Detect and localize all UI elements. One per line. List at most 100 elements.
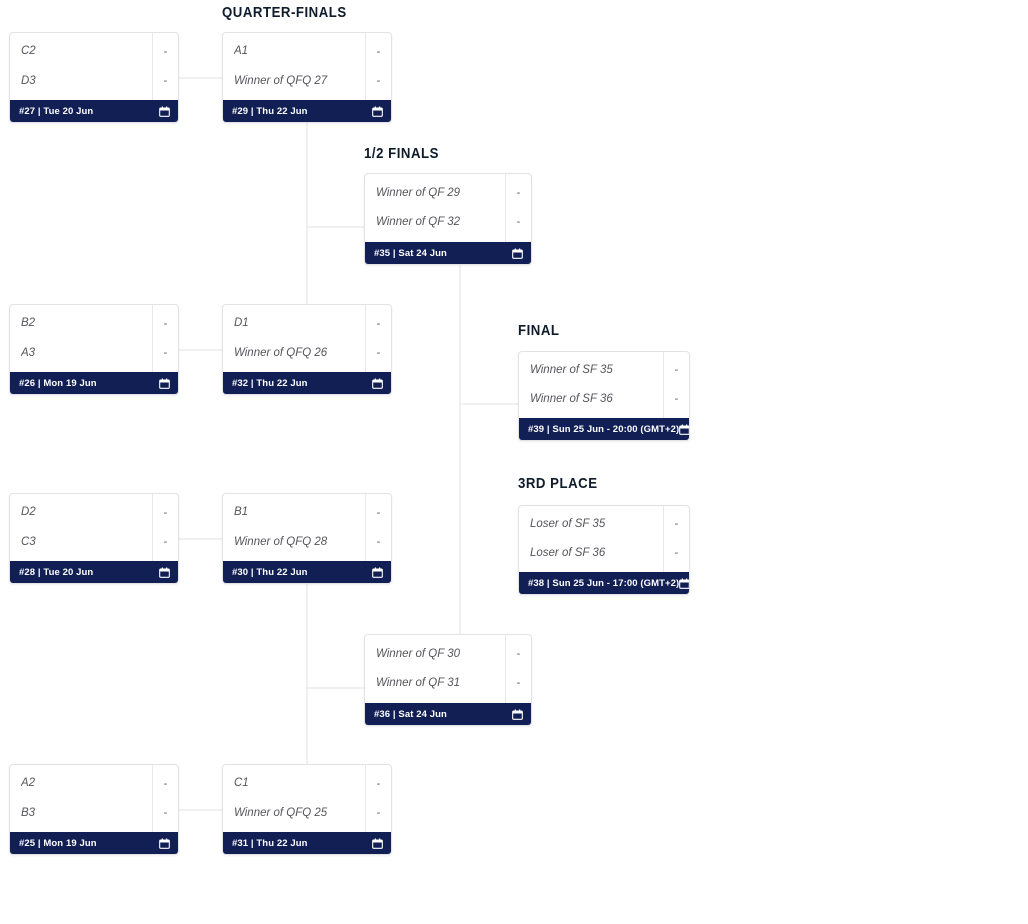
match-footer[interactable]: #32 | Thu 22 Jun	[223, 372, 391, 394]
connector-35-39	[459, 265, 518, 405]
team-name: Winner of QFQ 28	[234, 535, 328, 548]
score-column: --	[152, 765, 178, 832]
team-score: -	[516, 648, 521, 660]
score-column: --	[365, 305, 391, 372]
team-score: -	[376, 346, 381, 359]
team-name: Loser of SF 36	[530, 547, 606, 559]
score-column: --	[505, 174, 531, 242]
round-title-quarter-finals: QUARTER-FINALS	[222, 4, 347, 21]
team-name: Winner of QFQ 27	[234, 74, 328, 87]
team-name: B2	[21, 317, 36, 329]
match-footer[interactable]: #35 | Sat 24 Jun	[365, 242, 531, 264]
match-footer[interactable]: #25 | Mon 19 Jun	[10, 832, 178, 854]
team-score: -	[163, 777, 168, 790]
team-score: -	[674, 518, 679, 530]
team-score: -	[376, 317, 381, 330]
team-score: -	[674, 364, 679, 376]
match-footer[interactable]: #27 | Tue 20 Jun	[10, 100, 178, 122]
team-score: -	[163, 45, 168, 58]
team-name: Winner of QFQ 25	[234, 806, 328, 819]
score-column: --	[663, 352, 689, 418]
match-footer-label: #29 | Thu 22 Jun	[232, 105, 308, 117]
match-footer[interactable]: #38 | Sun 25 Jun - 17:00 (GMT+2)	[519, 572, 689, 594]
team-name: Winner of QF 30	[376, 647, 461, 660]
match-footer[interactable]: #28 | Tue 20 Jun	[10, 561, 178, 583]
calendar-icon[interactable]	[372, 377, 383, 389]
team-score: -	[163, 506, 168, 519]
match-footer[interactable]: #29 | Thu 22 Jun	[223, 100, 391, 122]
score-column: --	[365, 33, 391, 100]
calendar-icon[interactable]	[372, 837, 383, 849]
match-footer[interactable]: #26 | Mon 19 Jun	[10, 372, 178, 394]
score-column: --	[152, 305, 178, 372]
calendar-icon[interactable]	[159, 566, 170, 578]
team-score: -	[376, 74, 381, 87]
team-score: -	[376, 777, 381, 790]
team-score: -	[516, 187, 521, 199]
team-score: -	[376, 506, 381, 519]
team-score: -	[376, 535, 381, 548]
match-footer[interactable]: #31 | Thu 22 Jun	[223, 832, 391, 854]
team-name: B3	[21, 806, 36, 819]
team-score: -	[376, 45, 381, 58]
team-name: B1	[234, 506, 249, 518]
match-footer-label: #39 | Sun 25 Jun - 20:00 (GMT+2)	[528, 423, 680, 435]
team-name: D2	[21, 506, 36, 518]
calendar-icon[interactable]	[159, 377, 170, 389]
match-footer[interactable]: #30 | Thu 22 Jun	[223, 561, 391, 583]
calendar-icon[interactable]	[159, 105, 170, 117]
team-name: A2	[21, 777, 36, 789]
round-title-half-finals: 1/2 FINALS	[364, 145, 439, 162]
calendar-icon[interactable]	[372, 105, 383, 117]
team-score: -	[674, 393, 679, 405]
team-name: Winner of SF 36	[530, 393, 613, 405]
score-column: --	[152, 494, 178, 561]
team-score: -	[163, 74, 168, 87]
round-title-third-place: 3RD PLACE	[518, 475, 598, 492]
calendar-icon[interactable]	[512, 708, 523, 720]
team-score: -	[516, 216, 521, 228]
calendar-icon[interactable]	[372, 566, 383, 578]
match-footer-label: #28 | Tue 20 Jun	[19, 566, 94, 578]
team-score: -	[163, 806, 168, 819]
match-footer-label: #27 | Tue 20 Jun	[19, 105, 94, 117]
calendar-icon[interactable]	[679, 423, 689, 435]
match-footer[interactable]: #39 | Sun 25 Jun - 20:00 (GMT+2)	[519, 418, 689, 440]
match-footer-label: #35 | Sat 24 Jun	[374, 247, 447, 259]
connector-30-36	[306, 584, 364, 689]
calendar-icon[interactable]	[512, 247, 523, 259]
score-column: --	[505, 635, 531, 703]
match-footer[interactable]: #36 | Sat 24 Jun	[365, 703, 531, 725]
team-score: -	[163, 346, 168, 359]
calendar-icon[interactable]	[159, 837, 170, 849]
calendar-icon[interactable]	[679, 577, 689, 589]
